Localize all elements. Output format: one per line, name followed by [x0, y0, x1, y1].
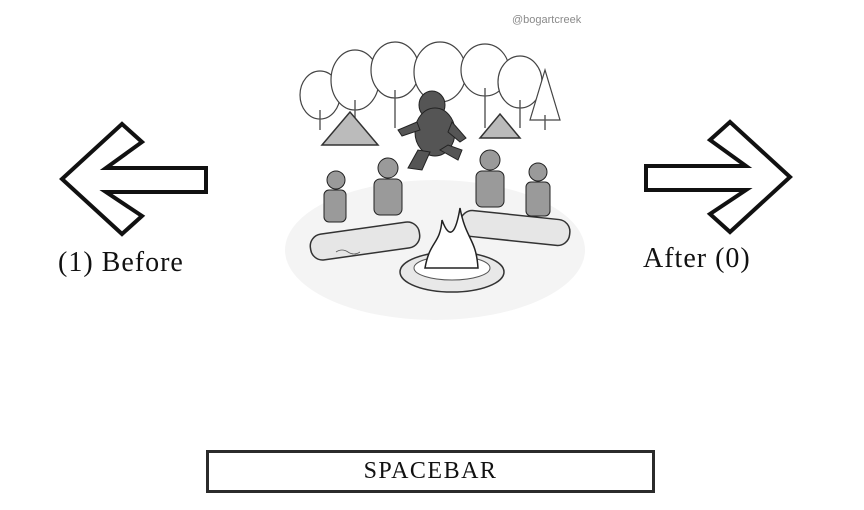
cartoon-credit: @bogartcreek [512, 14, 582, 26]
spacebar-label: SPACEBAR [363, 458, 498, 484]
after-label: After (0) [643, 243, 751, 274]
cartoon-drawing [285, 41, 585, 320]
before-label: (1) Before [58, 247, 184, 278]
spacebar-button[interactable]: SPACEBAR [206, 450, 655, 493]
right-arrow-icon [644, 119, 793, 235]
previous-arrow-button[interactable] [58, 120, 210, 238]
left-arrow-icon [59, 121, 208, 237]
campfire-cartoon-image [280, 10, 590, 320]
next-arrow-button[interactable] [642, 118, 794, 236]
